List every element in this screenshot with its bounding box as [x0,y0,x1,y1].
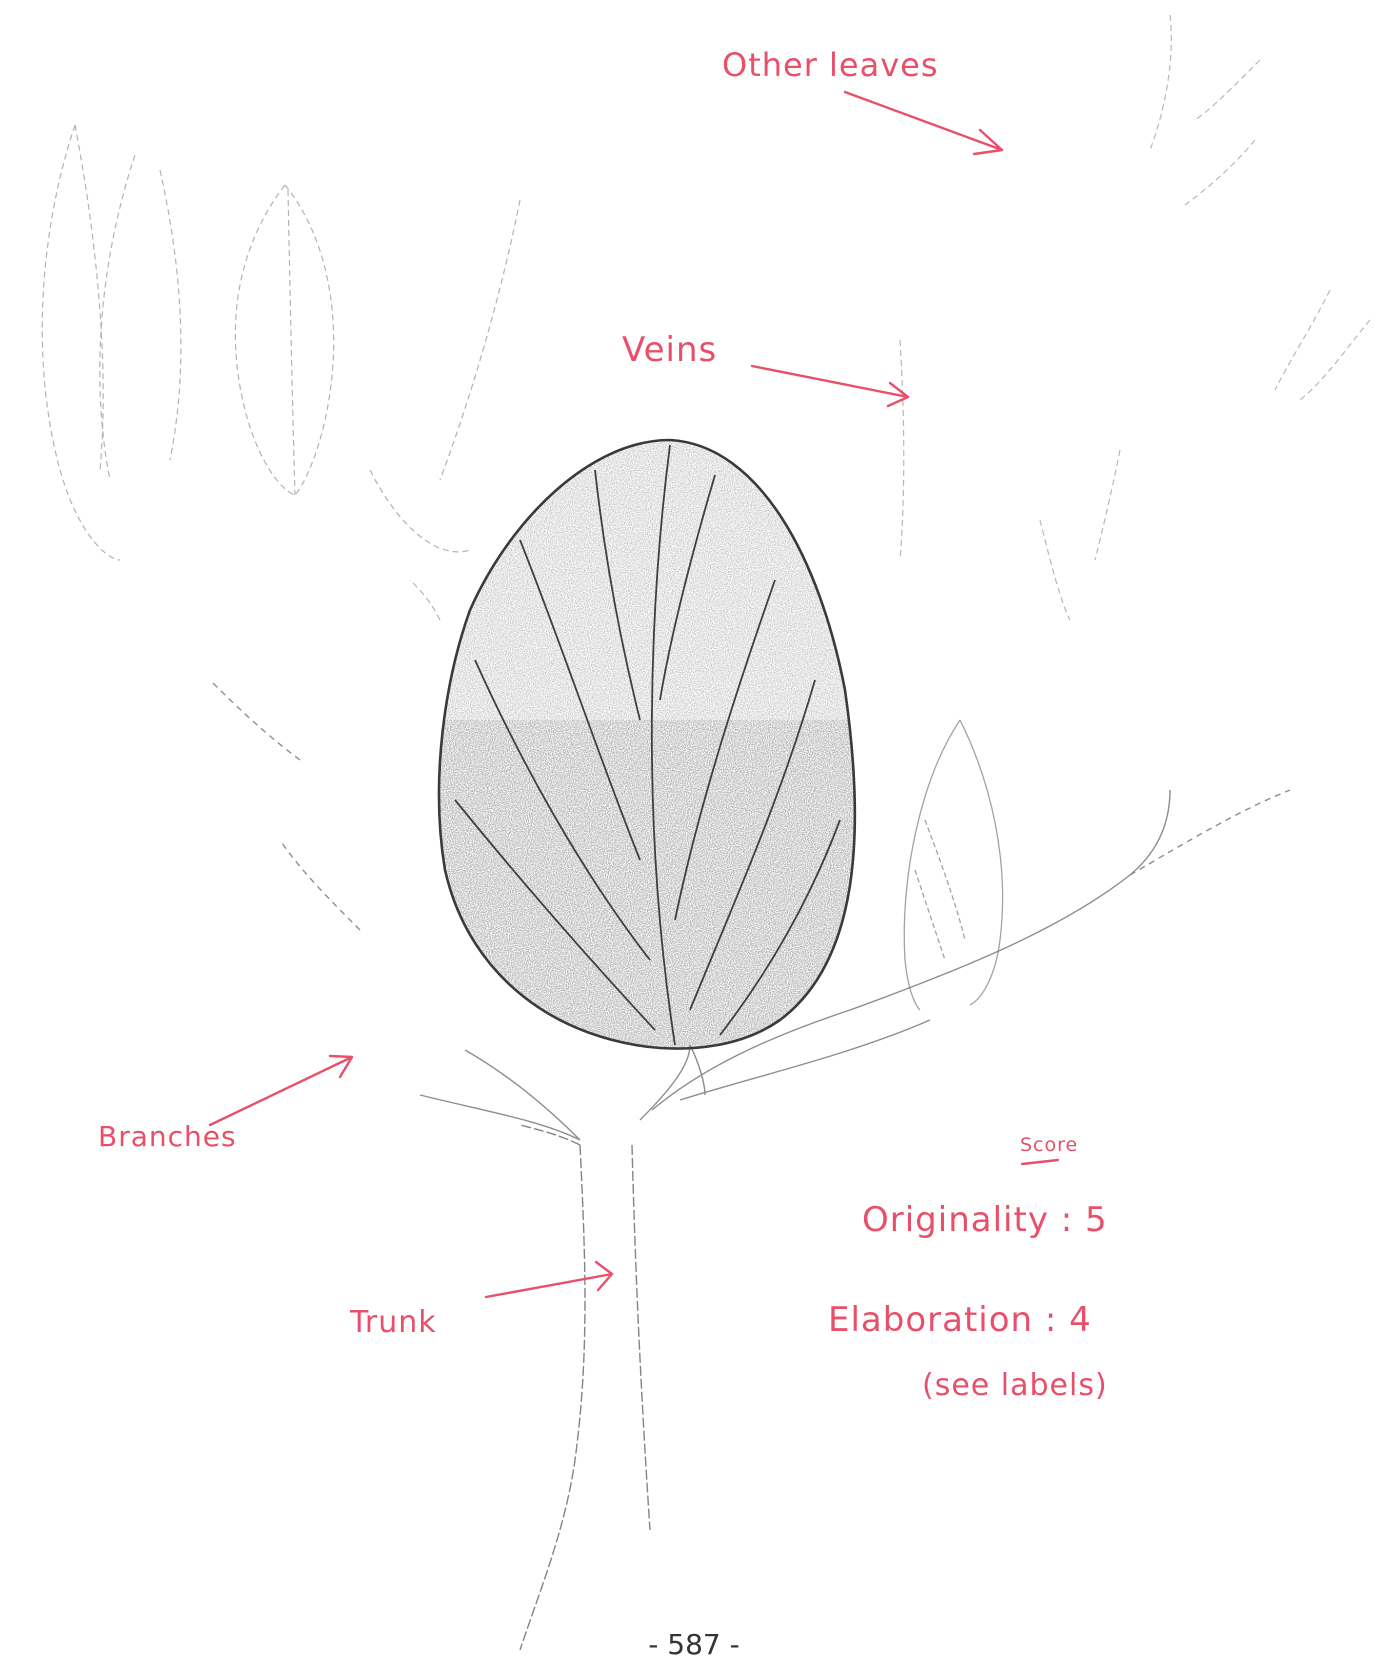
background-leaves [42,125,520,620]
small-right-leaf [904,720,1002,1010]
label-branches: Branches [98,1120,237,1153]
label-other-leaves: Other leaves [722,46,939,84]
background-leaves-right [900,15,1370,620]
score-heading: Score [1020,1134,1078,1156]
score-underline [1022,1160,1058,1164]
page-number: - 587 - [0,1628,1388,1661]
score-originality: Originality : 5 [862,1200,1108,1240]
arrow-other-leaves [845,92,1002,154]
arrow-trunk [486,1262,612,1297]
score-note: (see labels) [922,1368,1108,1403]
arrow-veins [752,366,908,406]
trunk [520,1125,650,1650]
main-leaf-shading [430,430,870,1060]
score-elaboration: Elaboration : 4 [828,1300,1092,1340]
label-trunk: Trunk [350,1305,437,1340]
label-veins: Veins [622,330,717,370]
arrow-branches [210,1056,352,1125]
